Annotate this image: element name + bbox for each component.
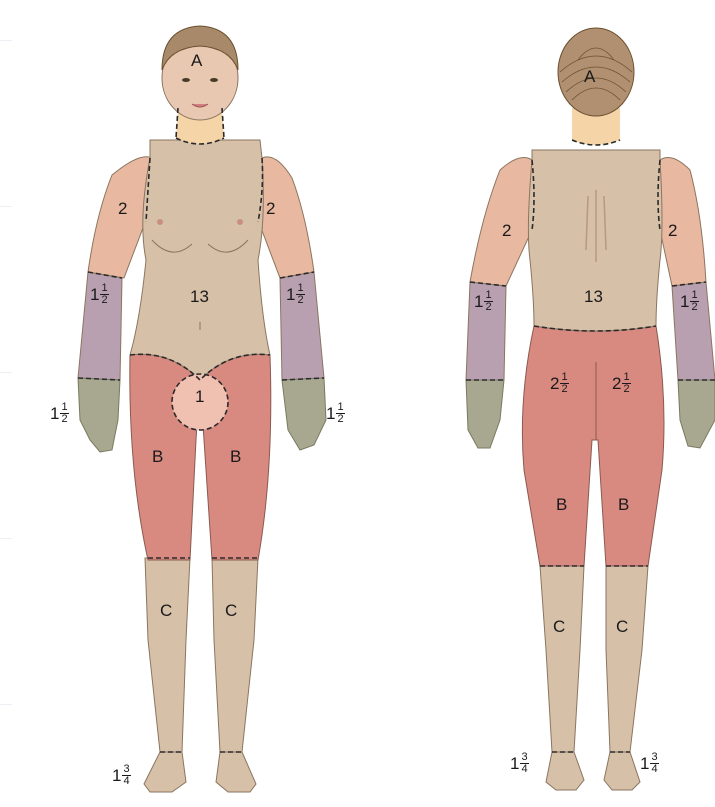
back-leg-left-label: C [553, 618, 565, 635]
front-nipple-left [157, 219, 163, 225]
front-thigh-right-label: B [230, 448, 241, 465]
front-trunk-label: 13 [190, 288, 209, 305]
front-leg-left-label: C [160, 602, 172, 619]
front-leg-left [145, 558, 190, 752]
back-hand-right [678, 380, 715, 448]
back-upper-arm-left [470, 158, 532, 286]
back-upper-arm-left-label: 2 [502, 222, 511, 239]
back-trunk-label: 13 [584, 288, 603, 305]
back-leg-left [540, 566, 584, 752]
back-leg-right-label: C [616, 618, 628, 635]
back-foot-left [546, 752, 584, 790]
front-upper-arm-left-label: 2 [118, 200, 127, 217]
front-head-label: A [191, 52, 202, 69]
back-figure [466, 28, 715, 790]
back-leg-right [606, 566, 648, 752]
front-foot-left [144, 752, 186, 792]
back-upper-arm-right [660, 158, 706, 286]
front-foot-right [216, 752, 256, 792]
back-head-label: A [584, 68, 595, 85]
front-hand-right [282, 378, 326, 450]
back-upper-arm-right-label: 2 [668, 222, 677, 239]
front-trunk [130, 140, 270, 380]
back-foot-right [604, 752, 640, 790]
back-buttocks-thighs [522, 326, 664, 566]
front-leg-right-label: C [225, 602, 237, 619]
front-figure [78, 26, 326, 792]
front-eye-left [182, 78, 190, 82]
back-hand-left [466, 380, 504, 448]
back-head [558, 28, 634, 116]
front-hand-left [78, 378, 120, 452]
back-thigh-right-label: B [618, 496, 629, 513]
front-eye-right [210, 78, 218, 82]
front-leg-right [212, 558, 258, 752]
front-genital-label: 1 [195, 388, 204, 405]
front-nipple-right [237, 219, 243, 225]
front-upper-arm-right-label: 2 [266, 200, 275, 217]
back-thigh-left-label: B [556, 496, 567, 513]
front-thigh-left-label: B [152, 448, 163, 465]
